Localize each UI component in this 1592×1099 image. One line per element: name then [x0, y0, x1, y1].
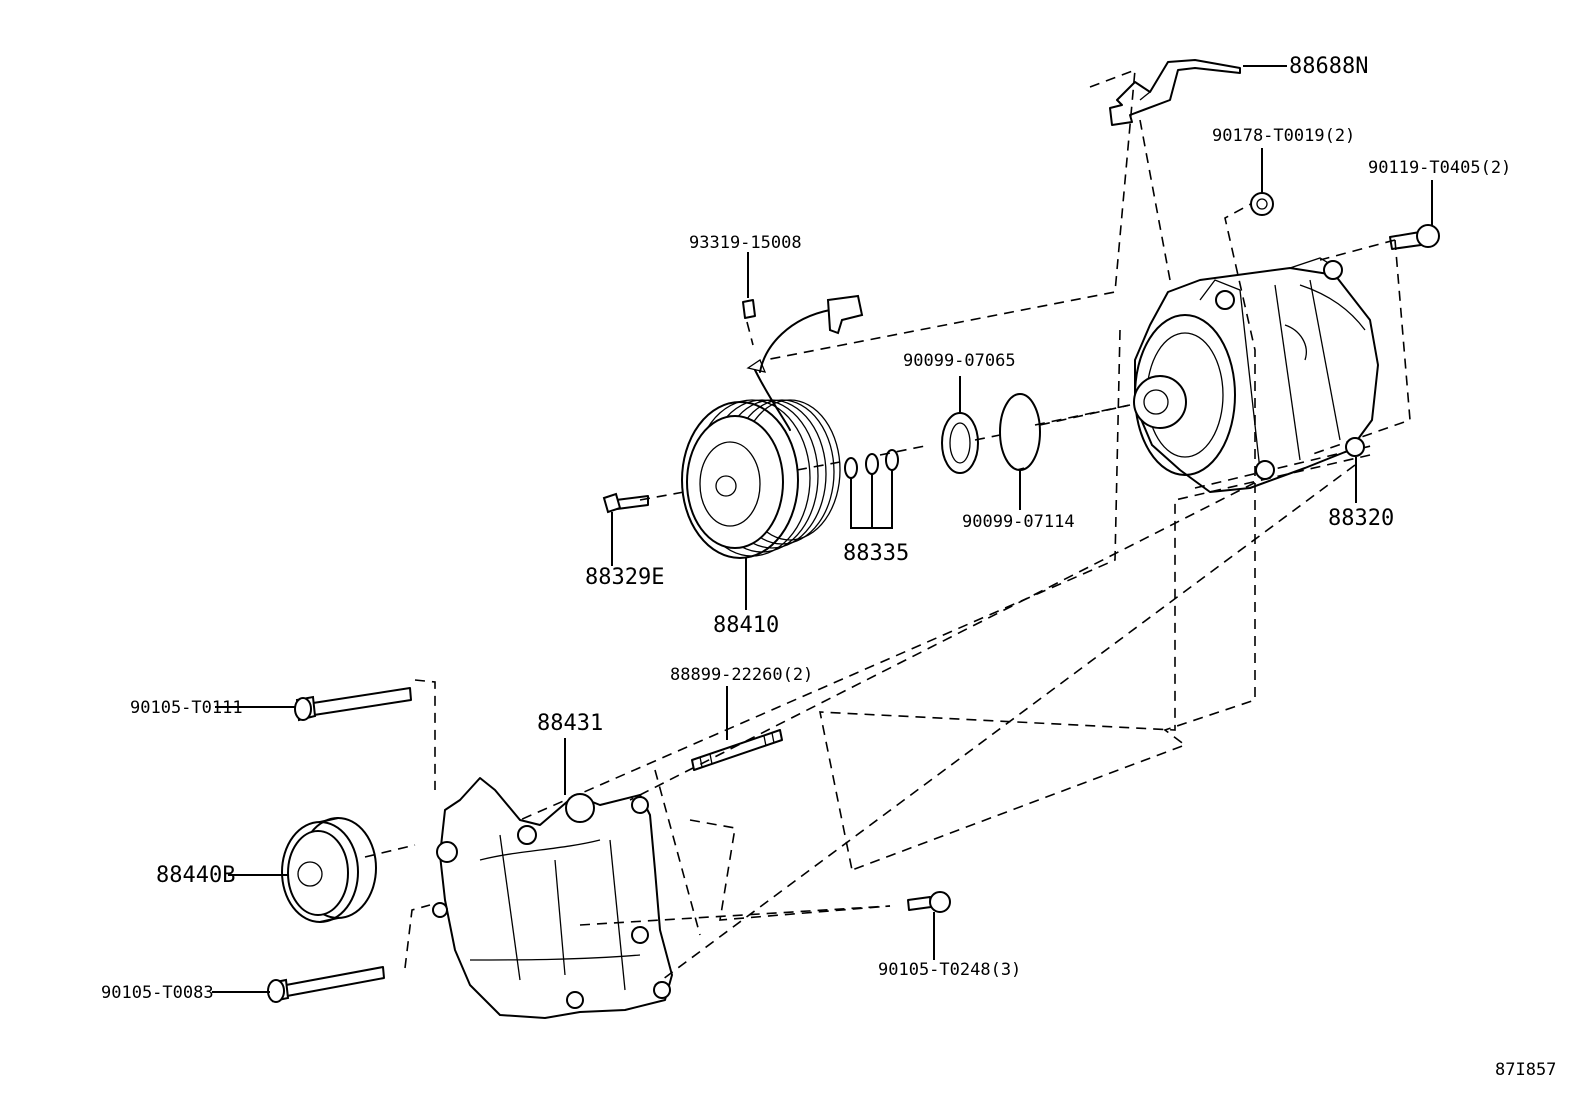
- label-88329E: 88329E: [585, 565, 664, 590]
- nut-90178: [1250, 192, 1274, 216]
- drawing-number: 87I857: [1495, 1060, 1556, 1080]
- label-88335: 88335: [843, 541, 909, 566]
- label-90105-T0248: 90105-T0248(3): [878, 960, 1021, 980]
- label-88431: 88431: [537, 711, 603, 736]
- leader-lines: [212, 65, 1433, 993]
- shims-88335: [844, 449, 899, 479]
- label-90099-07114: 90099-07114: [962, 512, 1075, 532]
- bracket-88431: [432, 777, 673, 1019]
- label-88899-22260: 88899-22260(2): [670, 665, 813, 685]
- label-88440B: 88440B: [156, 863, 235, 888]
- label-93319-15008: 93319-15008: [689, 233, 802, 253]
- label-88410: 88410: [713, 613, 779, 638]
- idler-pulley-88440B: [281, 817, 377, 923]
- snap-ring-90099-07114: [999, 393, 1041, 471]
- bracket-88688N: [1109, 59, 1241, 126]
- bolt-90105-T0111: [294, 687, 412, 722]
- bolt-90105-T0083: [267, 966, 385, 1003]
- bolt-88329E: [602, 492, 649, 514]
- retainer-90099-07065: [941, 412, 979, 474]
- part-labels: 88688N 90178-T0019(2) 90119-T0405(2) 933…: [101, 54, 1556, 1080]
- label-90178-T0019: 90178-T0019(2): [1212, 126, 1355, 146]
- label-90105-T0111: 90105-T0111: [130, 698, 243, 718]
- label-88320: 88320: [1328, 506, 1394, 531]
- label-90099-07065: 90099-07065: [903, 351, 1016, 371]
- compressor-88320: [1133, 257, 1379, 493]
- stud-88899: [691, 729, 783, 771]
- bolt-90105-T0248: [907, 891, 951, 913]
- screw-93319: [742, 299, 756, 319]
- label-90105-T0083: 90105-T0083: [101, 983, 214, 1003]
- label-90119-T0405: 90119-T0405(2): [1368, 158, 1511, 178]
- clutch-pulley-88410: [681, 294, 864, 559]
- bolt-90119: [1389, 224, 1440, 250]
- assembly-dashed-lines: [364, 68, 1411, 986]
- label-88688N: 88688N: [1289, 54, 1368, 79]
